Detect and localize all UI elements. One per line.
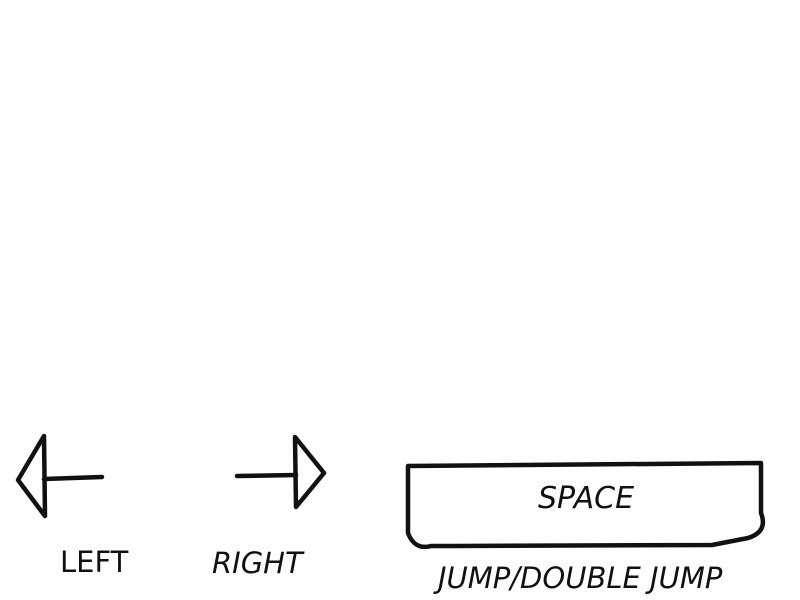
space-key-label: SPACE — [538, 481, 635, 516]
space-control: SPACE JUMP/DOUBLE JUMP — [400, 455, 770, 600]
jump-double-jump-label: JUMP/DOUBLE JUMP — [438, 561, 723, 595]
right-arrow-icon — [234, 434, 327, 510]
right-control: RIGHT — [200, 415, 340, 590]
space-key — [405, 460, 766, 550]
left-arrow-icon — [15, 433, 105, 519]
right-label: RIGHT — [212, 546, 303, 580]
left-label: LEFT — [60, 545, 129, 579]
left-control: LEFT — [0, 420, 160, 590]
